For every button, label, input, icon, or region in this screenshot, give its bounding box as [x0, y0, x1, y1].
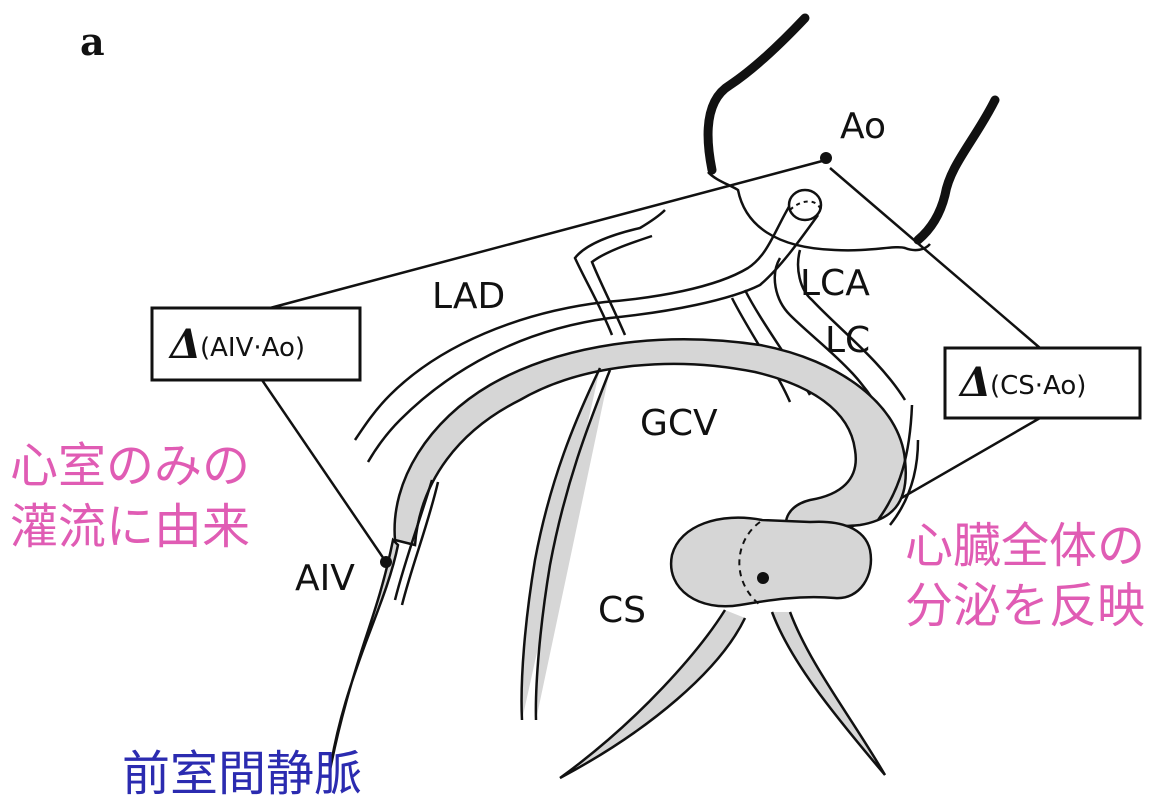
posterior-vein-2: [560, 610, 745, 778]
annotation-right-line2: 分泌を反映: [905, 578, 1145, 634]
delta-symbol-right: Δ: [958, 359, 991, 406]
aiv-sampling-point: [380, 556, 392, 568]
label-gcv: GCV: [640, 403, 718, 444]
annotation-bottom: 前室間静脈: [122, 746, 362, 802]
venous-branch-2: [522, 368, 610, 720]
cs-sampling-point: [757, 572, 769, 584]
label-ao: Ao: [840, 106, 886, 147]
annotation-left-line2: 灌流に由来: [10, 499, 250, 555]
aortic-wall-right: [918, 100, 995, 240]
wire-box-left-to-ao: [270, 160, 826, 308]
annotation-right-line1: 心臓全体の: [905, 518, 1145, 574]
posterior-vein-3: [772, 612, 885, 775]
label-lca: LCA: [800, 263, 870, 304]
delta-label-right: (CS·Ao): [990, 371, 1086, 401]
label-cs: CS: [598, 590, 646, 631]
label-aiv: AIV: [295, 558, 355, 599]
delta-aiv-ao-box: Δ (AIV·Ao): [152, 308, 360, 380]
delta-symbol-left: Δ: [168, 321, 201, 368]
panel-label: a: [80, 19, 105, 64]
annotation-left-line1: 心室のみの: [10, 438, 250, 494]
wire-box-left-to-aiv: [262, 380, 386, 562]
ao-sampling-point: [820, 152, 832, 164]
aortic-wall-left: [708, 18, 805, 170]
delta-label-left: (AIV·Ao): [200, 333, 305, 363]
delta-cs-ao-box: Δ (CS·Ao): [945, 348, 1140, 418]
coronary-sinus: [671, 518, 871, 607]
label-lad: LAD: [432, 276, 505, 317]
lca-ostium: [789, 190, 821, 220]
label-lc: LC: [825, 320, 870, 361]
